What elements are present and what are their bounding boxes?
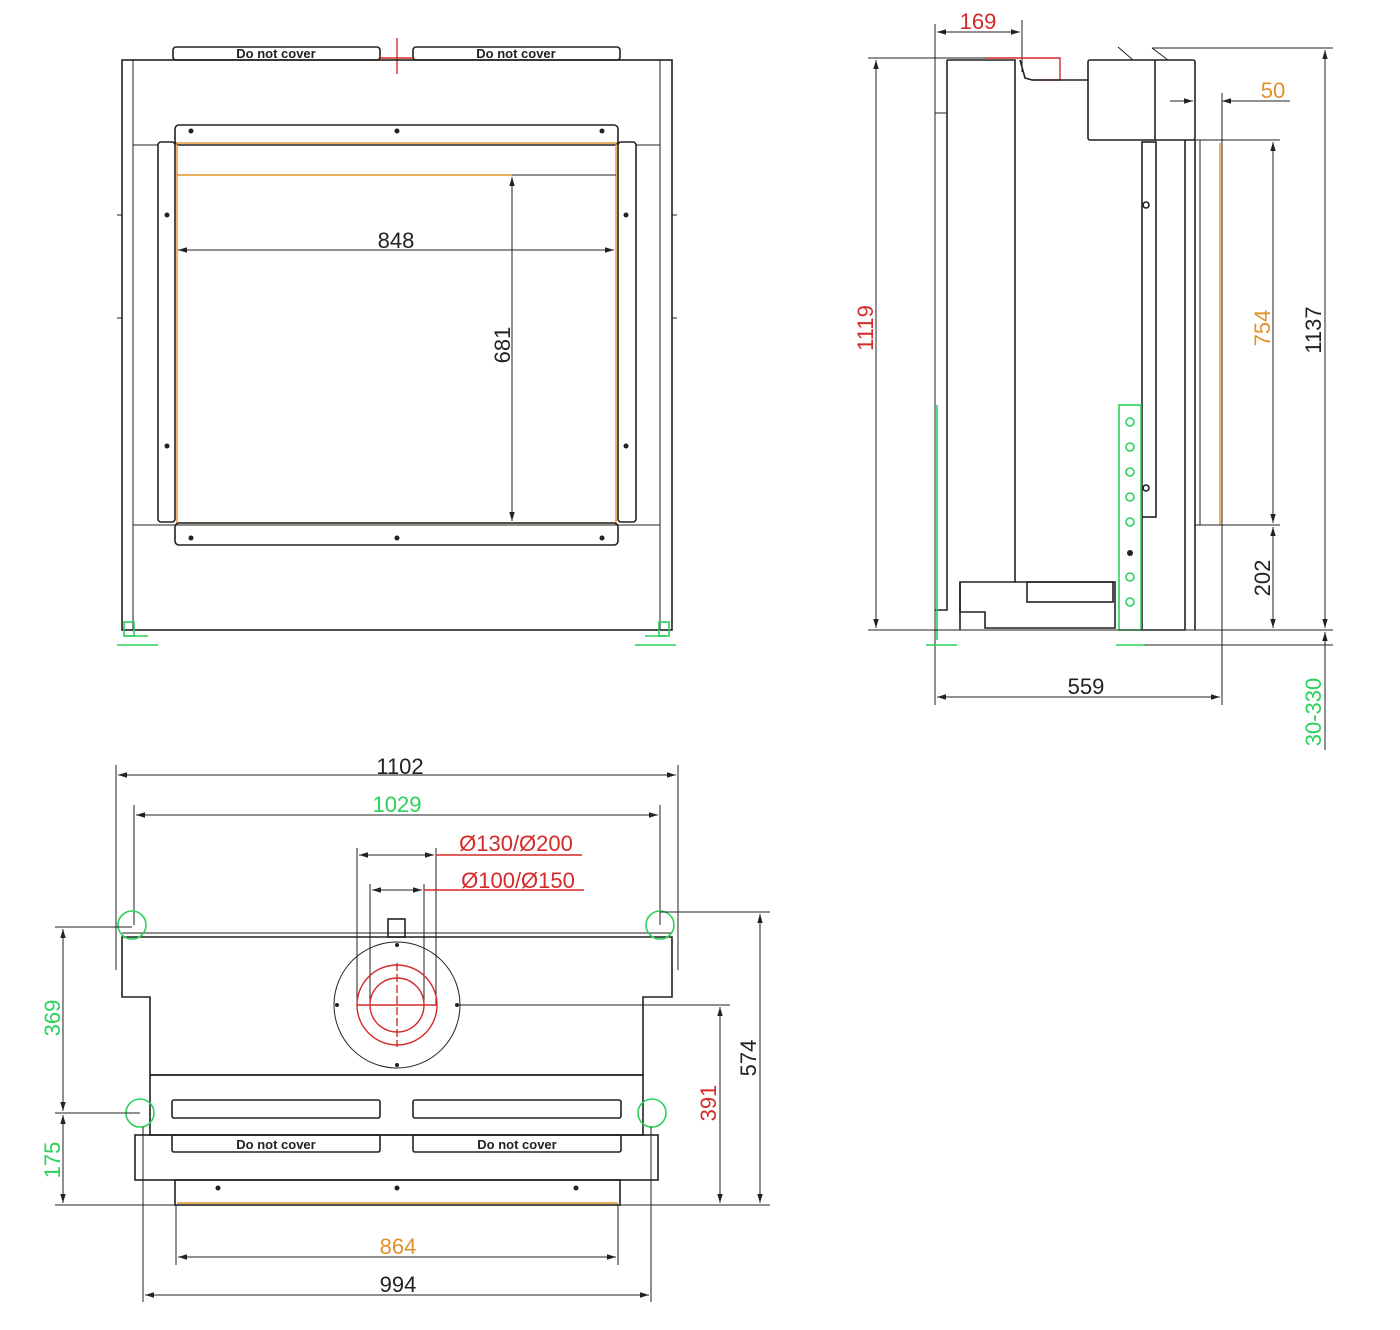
dim-top-depth-front: 175 [40, 1142, 65, 1179]
dim-front-width: 848 [378, 228, 415, 253]
flue-outlet-icon [356, 963, 438, 1047]
front-view: Do not cover Do not cover 848 681 [117, 38, 677, 646]
dim-side-height-total: 1137 [1301, 306, 1326, 353]
dim-top-depth-total: 574 [736, 1040, 761, 1077]
side-view: 169 1119 [853, 9, 1333, 750]
do-not-cover-label: Do not cover [477, 1137, 556, 1152]
dim-side-depth-top: 169 [960, 9, 997, 34]
dim-flue-outer: Ø130/Ø200 [459, 831, 573, 856]
dim-side-base: 202 [1250, 560, 1275, 597]
do-not-cover-label: Do not cover [476, 46, 555, 61]
adjustable-bracket [926, 404, 1146, 646]
dim-flue-inner: Ø100/Ø150 [461, 868, 575, 893]
top-view: 1102 1029 Ø130/Ø200 Ø100/Ø150 [40, 754, 770, 1302]
do-not-cover-label: Do not cover [236, 46, 315, 61]
dim-top-depth-feet: 369 [40, 1000, 65, 1037]
dim-top-flue-depth: 391 [696, 1085, 721, 1122]
dim-side-offset: 50 [1261, 78, 1285, 103]
dim-side-feet-range: 30-330 [1301, 678, 1326, 747]
do-not-cover-label: Do not cover [236, 1137, 315, 1152]
dim-side-depth: 559 [1068, 674, 1105, 699]
dim-front-height: 681 [490, 327, 515, 364]
dim-top-glass-width: 864 [380, 1234, 417, 1259]
foot-icon [117, 621, 676, 646]
dim-top-front-width: 994 [380, 1272, 417, 1297]
dim-side-height-glass: 754 [1250, 310, 1275, 347]
dim-top-width-total: 1102 [376, 754, 423, 779]
dim-side-height-red: 1119 [853, 305, 878, 351]
dim-top-width-feet: 1029 [373, 792, 422, 817]
